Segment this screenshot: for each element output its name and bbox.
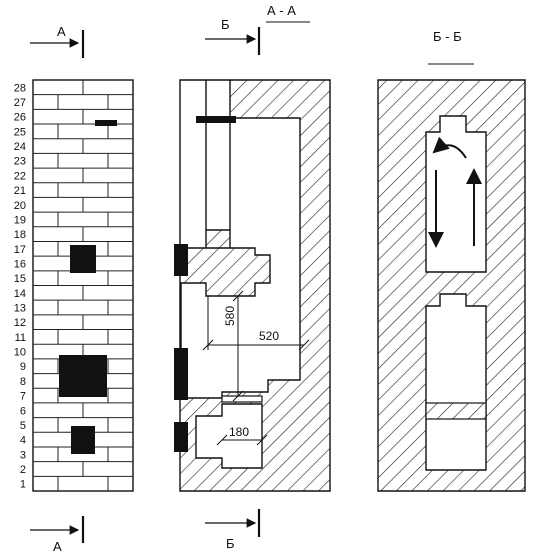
marker-b-bottom-label: Б <box>226 536 235 551</box>
row-number: 17 <box>14 244 26 256</box>
row-number: 11 <box>15 332 26 344</box>
marker-b-top: Б <box>205 17 261 55</box>
firebox-door <box>59 355 107 397</box>
marker-b-bottom: Б <box>205 509 261 551</box>
row-number: 9 <box>20 361 26 373</box>
front-elevation <box>32 79 134 492</box>
marker-a-bottom: А <box>30 516 85 554</box>
row-number: 25 <box>14 126 26 138</box>
row-number: 15 <box>14 273 26 285</box>
title-section-aa: А - А <box>267 3 296 18</box>
row-number: 4 <box>20 435 26 447</box>
row-number: 24 <box>14 141 26 153</box>
cleanout-door-upper <box>70 245 96 273</box>
title-section-bb: Б - Б <box>433 29 462 44</box>
row-number: 8 <box>20 376 26 388</box>
row-number: 23 <box>14 156 26 168</box>
grate <box>221 395 263 403</box>
row-number: 28 <box>14 82 26 94</box>
marker-a-top: А <box>30 24 85 58</box>
row-number: 10 <box>14 347 26 359</box>
row-number: 12 <box>14 317 26 329</box>
dim-180-label: 180 <box>229 425 249 439</box>
damper-opening-row26 <box>95 120 117 126</box>
ash-door <box>71 426 95 454</box>
section-cleanout-door <box>174 244 188 276</box>
section-ash-door <box>174 422 188 452</box>
row-number: 14 <box>14 288 26 300</box>
row-number: 13 <box>14 303 26 315</box>
grate-bb <box>425 402 487 420</box>
section-aa <box>174 79 331 492</box>
section-firebox-door <box>174 348 188 400</box>
marker-b-top-label: Б <box>221 17 230 32</box>
section-aa-masonry <box>179 79 331 492</box>
row-number: 16 <box>14 258 26 270</box>
section-bb-masonry <box>377 79 526 492</box>
row-number: 18 <box>14 229 26 241</box>
row-number: 19 <box>14 214 26 226</box>
row-number: 26 <box>14 112 26 124</box>
row-number: 2 <box>20 464 26 476</box>
section-damper <box>196 116 236 123</box>
marker-a-bottom-label: А <box>53 539 62 554</box>
marker-a-top-label: А <box>57 24 66 39</box>
dim-520-label: 520 <box>259 329 279 343</box>
row-numbers: 2827262524232221201918171615141312111098… <box>14 82 26 490</box>
row-number: 22 <box>14 170 26 182</box>
row-number: 3 <box>20 449 26 461</box>
row-number: 21 <box>14 185 26 197</box>
row-number: 27 <box>14 97 26 109</box>
row-number: 6 <box>20 405 26 417</box>
section-bb <box>377 79 526 492</box>
row-number: 20 <box>14 200 26 212</box>
row-number: 5 <box>20 420 26 432</box>
row-number: 1 <box>20 479 26 491</box>
row-number: 7 <box>20 391 26 403</box>
arrow-turn <box>432 136 467 159</box>
dim-580-label: 580 <box>223 306 237 326</box>
